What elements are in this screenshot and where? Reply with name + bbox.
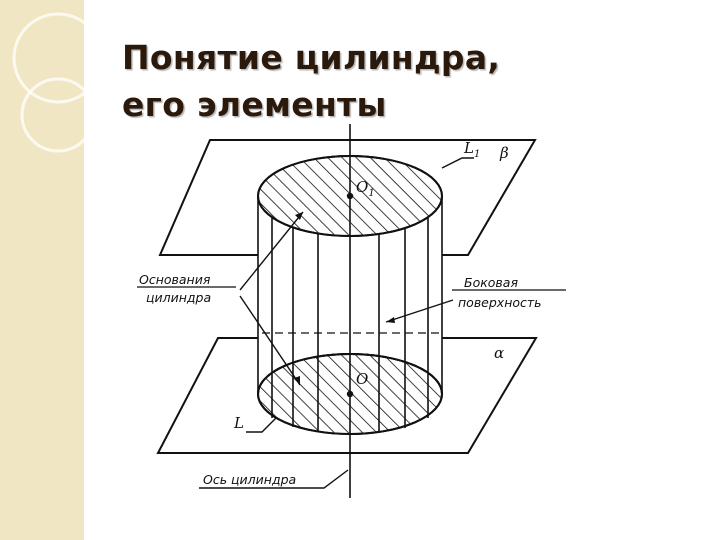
label-L: L [233, 414, 244, 432]
center-O [346, 390, 354, 398]
label-L1: L1 [463, 139, 480, 160]
label-alpha: α [494, 344, 504, 362]
slide-title: Понятие цилиндра, его элементы [122, 34, 500, 128]
center-O1 [346, 192, 354, 200]
label-bases-line-1: Основания [139, 272, 211, 287]
slide-title-line-1: Понятие цилиндра, [122, 38, 501, 77]
label-axis: Ось цилиндра [203, 472, 296, 487]
label-O: O [356, 370, 368, 388]
decorative-circles [12, 12, 100, 153]
label-bases-line-2: цилиндра [146, 290, 211, 305]
label-lateral-line-1: Боковая [464, 275, 518, 290]
label-lateral-line-2: поверхность [458, 295, 542, 310]
decorative-side-strip [0, 0, 84, 540]
slide-title-line-2: его элементы [122, 85, 387, 124]
label-beta: β [499, 144, 509, 162]
label-O1: O1 [356, 178, 375, 199]
